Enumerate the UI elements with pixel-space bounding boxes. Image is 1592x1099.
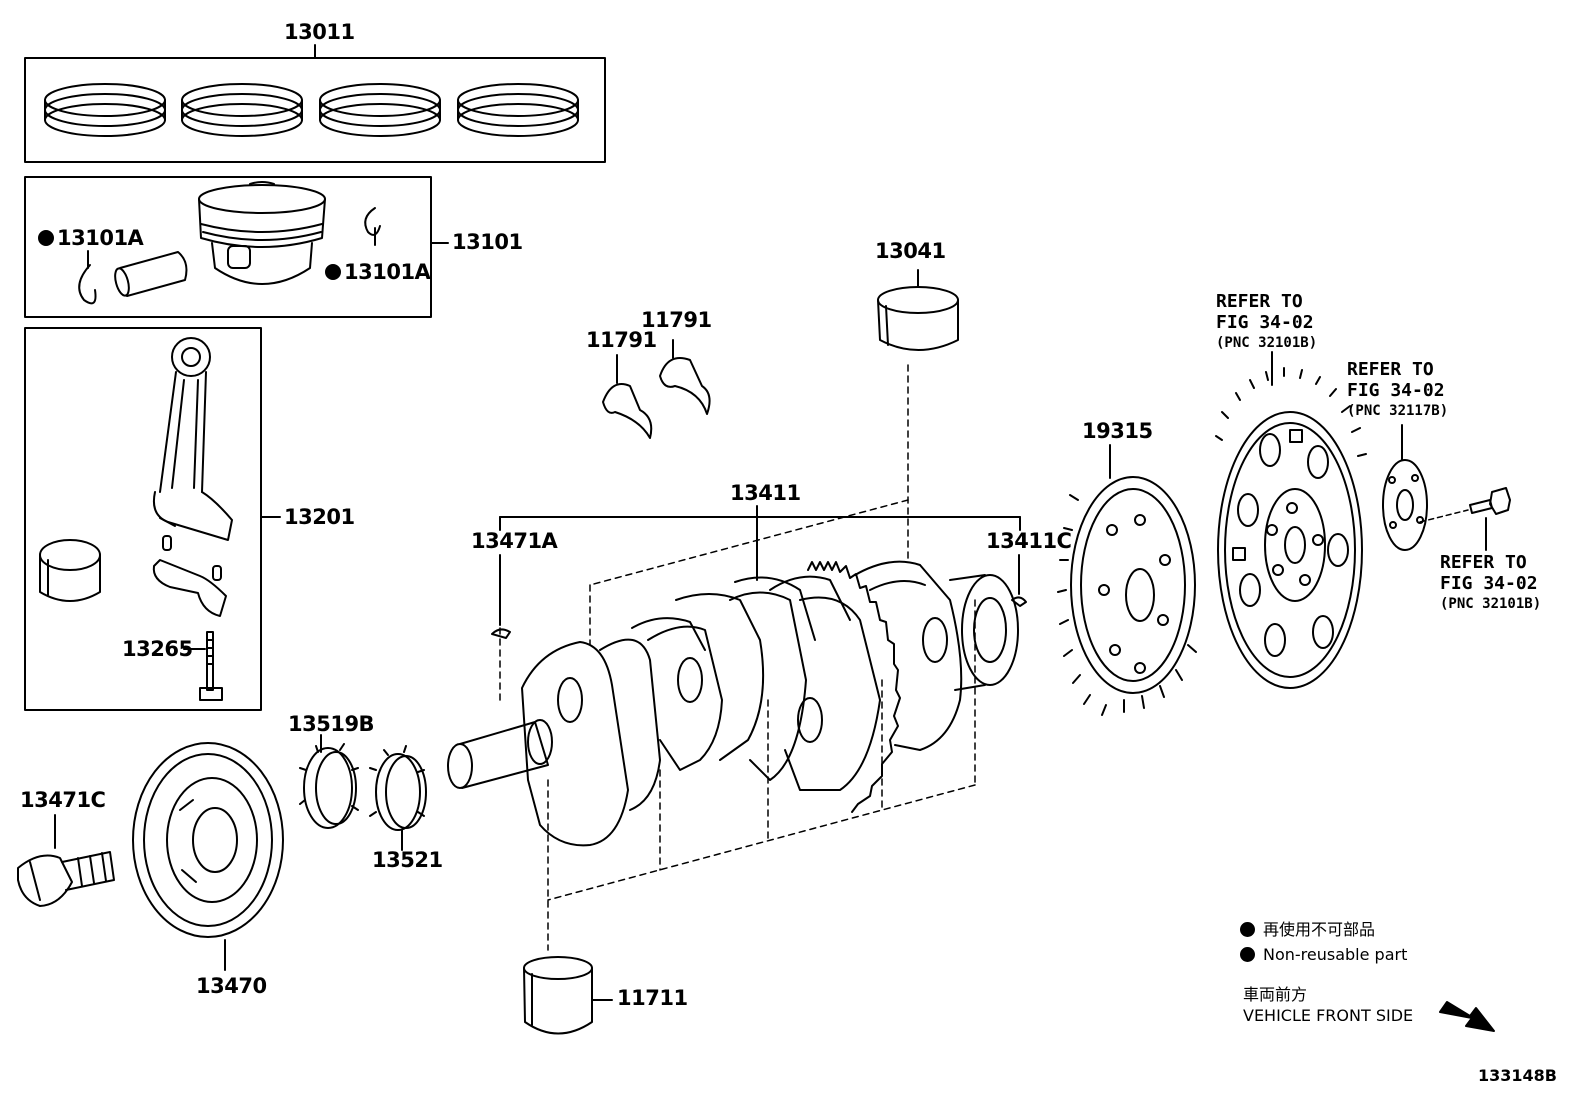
timing-sprocket xyxy=(299,734,359,829)
part-number-13101a: 13101A xyxy=(57,226,144,250)
part-number-13470: 13470 xyxy=(196,974,267,998)
non-reusable-dot xyxy=(38,230,54,246)
non-reusable-dot xyxy=(1240,922,1255,937)
piston-assembly xyxy=(24,176,449,318)
drive-plate xyxy=(1215,351,1367,689)
reference-line: REFER TO xyxy=(1216,291,1303,312)
reference-note: REFER TO FIG 34-02 (PNC 32117B) xyxy=(1347,359,1448,422)
reference-figure: FIG 34-02 xyxy=(1347,380,1445,401)
reference-note: REFER TO FIG 34-02 (PNC 32101B) xyxy=(1216,291,1317,354)
front-direction-arrow xyxy=(1439,1001,1495,1032)
part-number-13471c: 13471C xyxy=(20,788,106,812)
crankshaft-plug xyxy=(1011,596,1027,607)
part-number-13201: 13201 xyxy=(284,505,355,529)
front-side-label-en: VEHICLE FRONT SIDE xyxy=(1243,1006,1414,1025)
reference-pnc: (PNC 32101B) xyxy=(1440,596,1542,612)
signal-plate xyxy=(1057,444,1197,716)
reference-figure: FIG 34-02 xyxy=(1216,312,1314,333)
reference-line: REFER TO xyxy=(1440,552,1527,573)
reference-pnc: (PNC 32101B) xyxy=(1216,335,1318,351)
legend-text: 再使用不可部品 xyxy=(1263,920,1376,939)
part-number-13471a: 13471A xyxy=(471,529,558,553)
legend-non-reusable-jp: 再使用不可部品 xyxy=(1240,922,1375,938)
reference-note: REFER TO FIG 34-02 (PNC 32101B) xyxy=(1440,552,1541,615)
crank-pulley xyxy=(132,742,284,971)
crankshaft xyxy=(447,560,1019,847)
figure-id: 133148B xyxy=(1478,1066,1557,1085)
piston-ring xyxy=(319,83,441,137)
main-bearing-upper xyxy=(877,269,959,351)
flywheel-bolt xyxy=(1419,487,1511,551)
part-number-11791: 11791 xyxy=(586,328,657,352)
legend-non-reusable-en: Non-reusable part xyxy=(1240,947,1407,963)
part-number-13521: 13521 xyxy=(372,848,443,872)
piston-ring xyxy=(44,83,166,137)
part-number-13411c: 13411C xyxy=(986,529,1072,553)
part-number-13101a: 13101A xyxy=(344,260,431,284)
part-number-13265: 13265 xyxy=(122,637,193,661)
reference-pnc: (PNC 32117B) xyxy=(1347,403,1449,419)
part-number-13011: 13011 xyxy=(284,20,355,44)
front-side-label-jp: 車両前方 xyxy=(1243,985,1308,1004)
piston-ring xyxy=(181,83,303,137)
part-number-13519b: 13519B xyxy=(288,712,375,736)
part-number-11791: 11791 xyxy=(641,308,712,332)
pulley-bolt xyxy=(17,814,115,907)
crankshaft-timing-gear xyxy=(369,745,427,851)
non-reusable-dot xyxy=(325,264,341,280)
part-number-19315: 19315 xyxy=(1082,419,1153,443)
thrust-washers xyxy=(602,339,711,439)
part-number-13411: 13411 xyxy=(730,481,801,505)
piston-ring-set xyxy=(24,44,606,163)
label-bracket-13411 xyxy=(499,505,1021,626)
spacer-plate xyxy=(1382,424,1428,551)
main-bearing-lower xyxy=(523,956,613,1035)
crankshaft-key xyxy=(491,628,511,639)
bearing-leader-lines xyxy=(499,364,976,951)
part-number-13101: 13101 xyxy=(452,230,523,254)
part-number-13041: 13041 xyxy=(875,239,946,263)
connecting-rod-assembly xyxy=(24,327,281,711)
reference-line: REFER TO xyxy=(1347,359,1434,380)
piston-ring xyxy=(457,83,579,137)
part-number-11711: 11711 xyxy=(617,986,688,1010)
non-reusable-dot xyxy=(1240,947,1255,962)
reference-figure: FIG 34-02 xyxy=(1440,573,1538,594)
legend-text: Non-reusable part xyxy=(1263,945,1408,964)
